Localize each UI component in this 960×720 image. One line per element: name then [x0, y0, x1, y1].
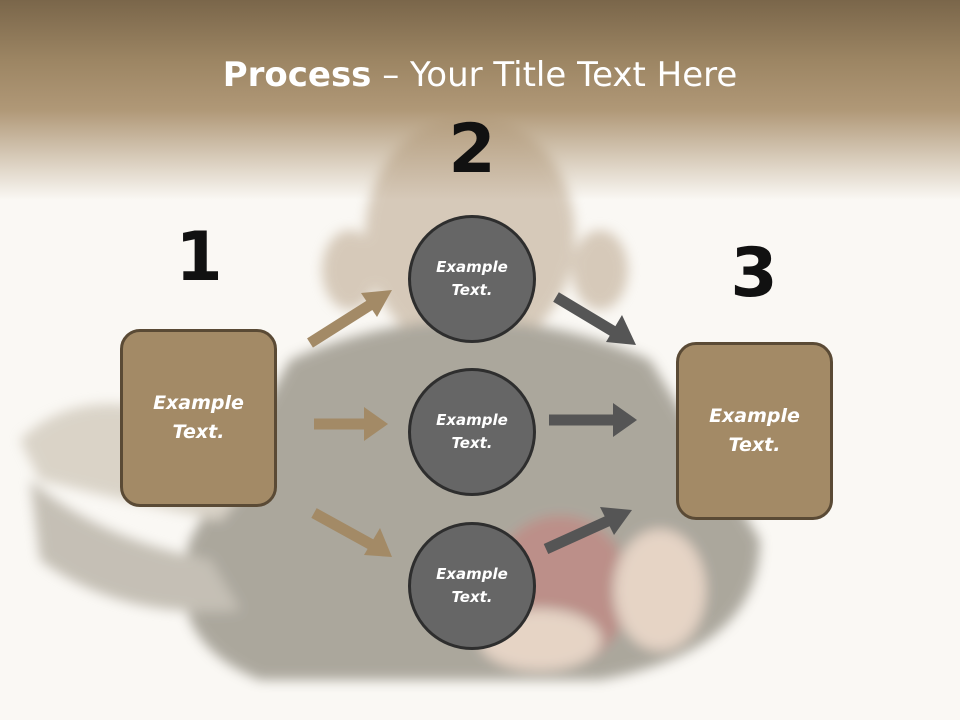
- circle-middle-text: Example Text.: [436, 411, 508, 452]
- title-bold: Process: [222, 55, 372, 95]
- circle-top-text: Example Text.: [436, 258, 508, 299]
- step-2-circle-bottom[interactable]: Example Text.: [408, 522, 536, 650]
- step-1-box[interactable]: Example Text.: [120, 329, 277, 507]
- arrow-box1-to-middle: [314, 407, 388, 441]
- step-1-box-text: Example Text.: [153, 392, 244, 443]
- arrow-top-to-box3: [553, 292, 636, 345]
- step-2-circle-middle[interactable]: Example Text.: [408, 368, 536, 496]
- title-band: [0, 0, 960, 200]
- arrow-middle-to-box3: [549, 403, 637, 437]
- title-rest: – Your Title Text Here: [371, 55, 738, 95]
- step-2-circle-top[interactable]: Example Text.: [408, 215, 536, 343]
- arrow-box1-to-top: [307, 290, 392, 348]
- circle-bottom-text: Example Text.: [436, 565, 508, 606]
- step-3-box[interactable]: Example Text.: [676, 342, 833, 520]
- step-number-1: 1: [175, 218, 223, 297]
- arrow-box1-to-bottom: [311, 508, 392, 557]
- step-number-2: 2: [448, 110, 496, 189]
- step-number-3: 3: [730, 234, 778, 313]
- slide-title: Process – Your Title Text Here: [0, 55, 960, 95]
- arrow-bottom-to-box3: [543, 507, 632, 555]
- step-3-box-text: Example Text.: [709, 405, 800, 456]
